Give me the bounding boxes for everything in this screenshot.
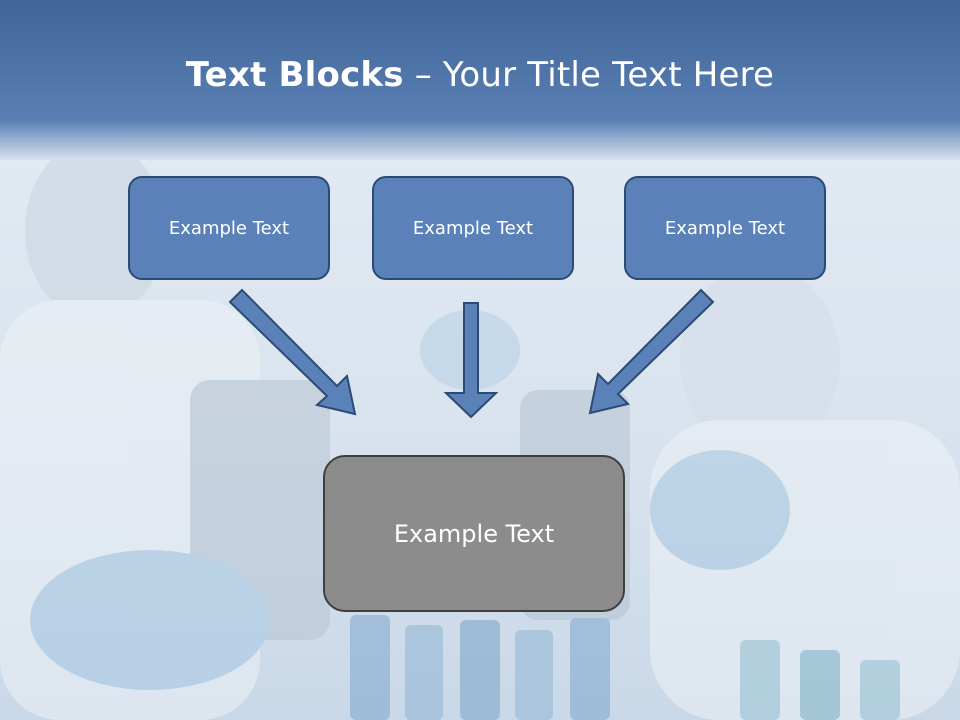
text-block-1-label: Example Text [168,217,290,239]
title-dash: – [403,55,443,95]
target-text-block-label: Example Text [393,519,555,548]
text-block-3-label: Example Text [664,217,786,239]
arrow-center-down [443,302,499,419]
text-block-2-label: Example Text [412,217,534,239]
text-block-3[interactable]: Example Text [624,176,826,280]
title-bold-part: Text Blocks [185,55,404,95]
text-block-1[interactable]: Example Text [128,176,330,280]
title-rest: Your Title Text Here [442,55,775,95]
text-block-2[interactable]: Example Text [372,176,574,280]
slide-title: Text Blocks – Your Title Text Here [0,52,960,98]
arrow-left-diagonal [228,288,357,416]
arrow-right-diagonal [588,288,715,415]
target-text-block[interactable]: Example Text [323,455,625,612]
